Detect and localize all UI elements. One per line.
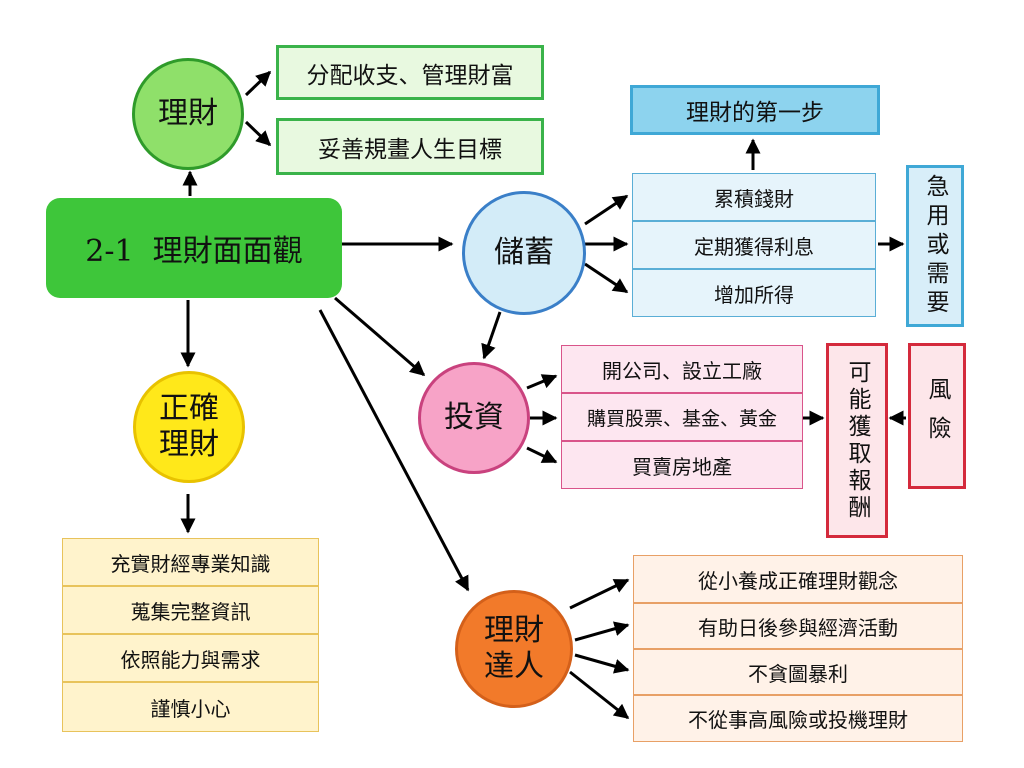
arrow-daren-to-item3 [574, 653, 630, 674]
touzi-item-2: 購買股票、基金、黃金 [561, 393, 803, 441]
arrow-licai-to-item1 [244, 70, 272, 97]
licai-item-1: 分配收支、管理財富 [276, 45, 544, 100]
chuxu-item-2: 定期獲得利息 [632, 221, 876, 269]
emergency-box: 急用或需要 [906, 165, 964, 327]
arrow-chuxu-to-item1 [584, 194, 629, 226]
arrow-daren-to-item1 [569, 578, 630, 610]
arrow-touzi-to-item3 [526, 446, 558, 464]
touzi-item-1: 開公司、設立工廠 [561, 345, 803, 393]
daren-node: 理財 達人 [455, 590, 573, 708]
zhengque-node: 正確 理財 [133, 371, 245, 483]
arrow-chuxu-to-touzi [481, 311, 502, 360]
licai-item-2: 妥善規畫人生目標 [276, 118, 544, 175]
licai-node: 理財 [132, 58, 244, 170]
first-step-box: 理財的第一步 [630, 85, 880, 135]
chuxu-item-1: 累積錢財 [632, 173, 876, 221]
risk-box: 風險 [908, 343, 966, 489]
zhengque-item-2: 蒐集完整資訊 [62, 586, 319, 634]
arrow-daren-to-item4 [569, 670, 630, 720]
main-title-box: 2-1 理財面面觀 [46, 198, 342, 298]
chuxu-node: 儲蓄 [462, 191, 586, 315]
touzi-item-3: 買賣房地產 [561, 441, 803, 489]
chuxu-item-3: 增加所得 [632, 269, 876, 317]
arrow-main-to-touzi [334, 296, 426, 377]
daren-item-1: 從小養成正確理財觀念 [633, 555, 963, 603]
zhengque-item-1: 充實財經專業知識 [62, 538, 319, 586]
arrow-daren-to-item2 [574, 621, 630, 642]
zhengque-item-3: 依照能力與需求 [62, 634, 319, 682]
daren-item-3: 不貪圖暴利 [633, 649, 963, 695]
arrow-touzi-to-item1 [526, 374, 558, 390]
reward-box: 可能獲取報酬 [826, 343, 888, 538]
zhengque-item-4: 謹慎小心 [62, 682, 319, 732]
main-title: 2-1 理財面面觀 [85, 234, 303, 269]
arrow-chuxu-to-item3 [584, 262, 629, 294]
daren-item-4: 不從事高風險或投機理財 [633, 695, 963, 742]
daren-item-2: 有助日後參與經濟活動 [633, 603, 963, 649]
touzi-node: 投資 [418, 362, 530, 474]
arrow-main-to-daren [318, 309, 470, 592]
arrow-licai-to-item2 [244, 120, 272, 147]
